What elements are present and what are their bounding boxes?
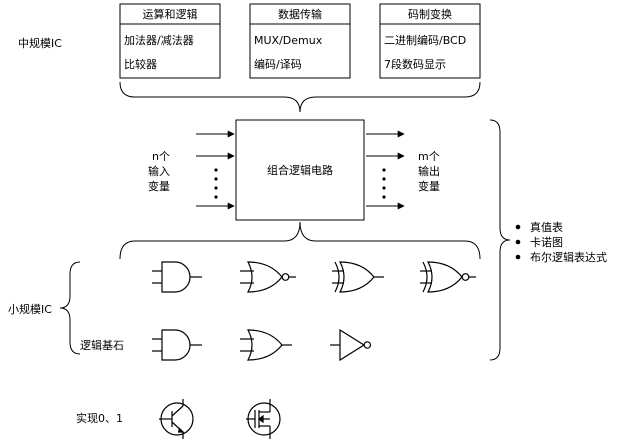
representation-brace xyxy=(489,119,511,361)
msi-box-item: 编码/译码 xyxy=(254,57,302,71)
input-label-line: 输入 xyxy=(148,164,170,178)
combinational-circuit-box xyxy=(235,119,365,221)
or-gate-icon xyxy=(240,329,292,361)
output-label-line: m个 xyxy=(418,150,440,163)
input-ellipsis xyxy=(214,168,218,199)
msi-box-item: 二进制编码/BCD xyxy=(384,33,466,47)
output-ellipsis xyxy=(382,168,386,199)
implementation-label: 实现0、1 xyxy=(76,411,123,425)
representation-list: 真值表 卡诺图 布尔逻辑表达式 xyxy=(515,220,607,264)
msi-box-item: 加法器/减法器 xyxy=(124,33,194,47)
output-label-line: 输出 xyxy=(418,164,440,178)
representation-item: 真值表 xyxy=(530,220,563,234)
msi-box-title: 数据传输 xyxy=(278,7,322,21)
msi-label: 中规模IC xyxy=(18,36,62,50)
nor-gate-icon xyxy=(240,261,296,293)
msi-brace xyxy=(119,81,481,113)
msi-box-item: 7段数码显示 xyxy=(384,57,446,71)
msi-box-arithmetic: 运算和逻辑 加法器/减法器 比较器 xyxy=(119,3,221,79)
msi-box-item: MUX/Demux xyxy=(254,34,323,47)
representation-item: 卡诺图 xyxy=(530,236,563,249)
xnor-gate-icon xyxy=(420,261,476,293)
combinational-circuit-title: 组合逻辑电路 xyxy=(267,163,333,177)
and-gate-icon xyxy=(152,261,202,293)
msi-box-title: 运算和逻辑 xyxy=(143,7,198,21)
bullet-icon xyxy=(515,239,521,245)
msi-box-data-transfer: 数据传输 MUX/Demux 编码/译码 xyxy=(249,3,351,79)
msi-box-item: 比较器 xyxy=(124,57,157,71)
representation-item: 布尔逻辑表达式 xyxy=(530,250,607,264)
msi-box-code-conversion: 码制变换 二进制编码/BCD 7段数码显示 xyxy=(379,3,481,79)
input-label-line: n个 xyxy=(152,150,170,163)
output-label-line: 变量 xyxy=(418,179,440,193)
msi-box-title: 码制变换 xyxy=(408,7,452,21)
ssi-label: 小规模IC xyxy=(8,302,52,316)
input-arrows xyxy=(196,130,235,210)
bullet-icon xyxy=(515,254,521,260)
not-gate-icon xyxy=(330,328,372,362)
mosfet-transistor-icon xyxy=(246,399,281,439)
ssi-brace xyxy=(59,261,81,355)
circuit-brace xyxy=(119,221,481,260)
xor-gate-icon xyxy=(332,261,384,293)
bullet-icon xyxy=(515,224,521,230)
logic-basis-label: 逻辑基石 xyxy=(80,338,124,352)
bjt-transistor-icon xyxy=(159,399,194,439)
output-arrows xyxy=(366,130,405,210)
input-label-line: 变量 xyxy=(148,179,170,193)
and-gate-icon xyxy=(152,329,202,361)
